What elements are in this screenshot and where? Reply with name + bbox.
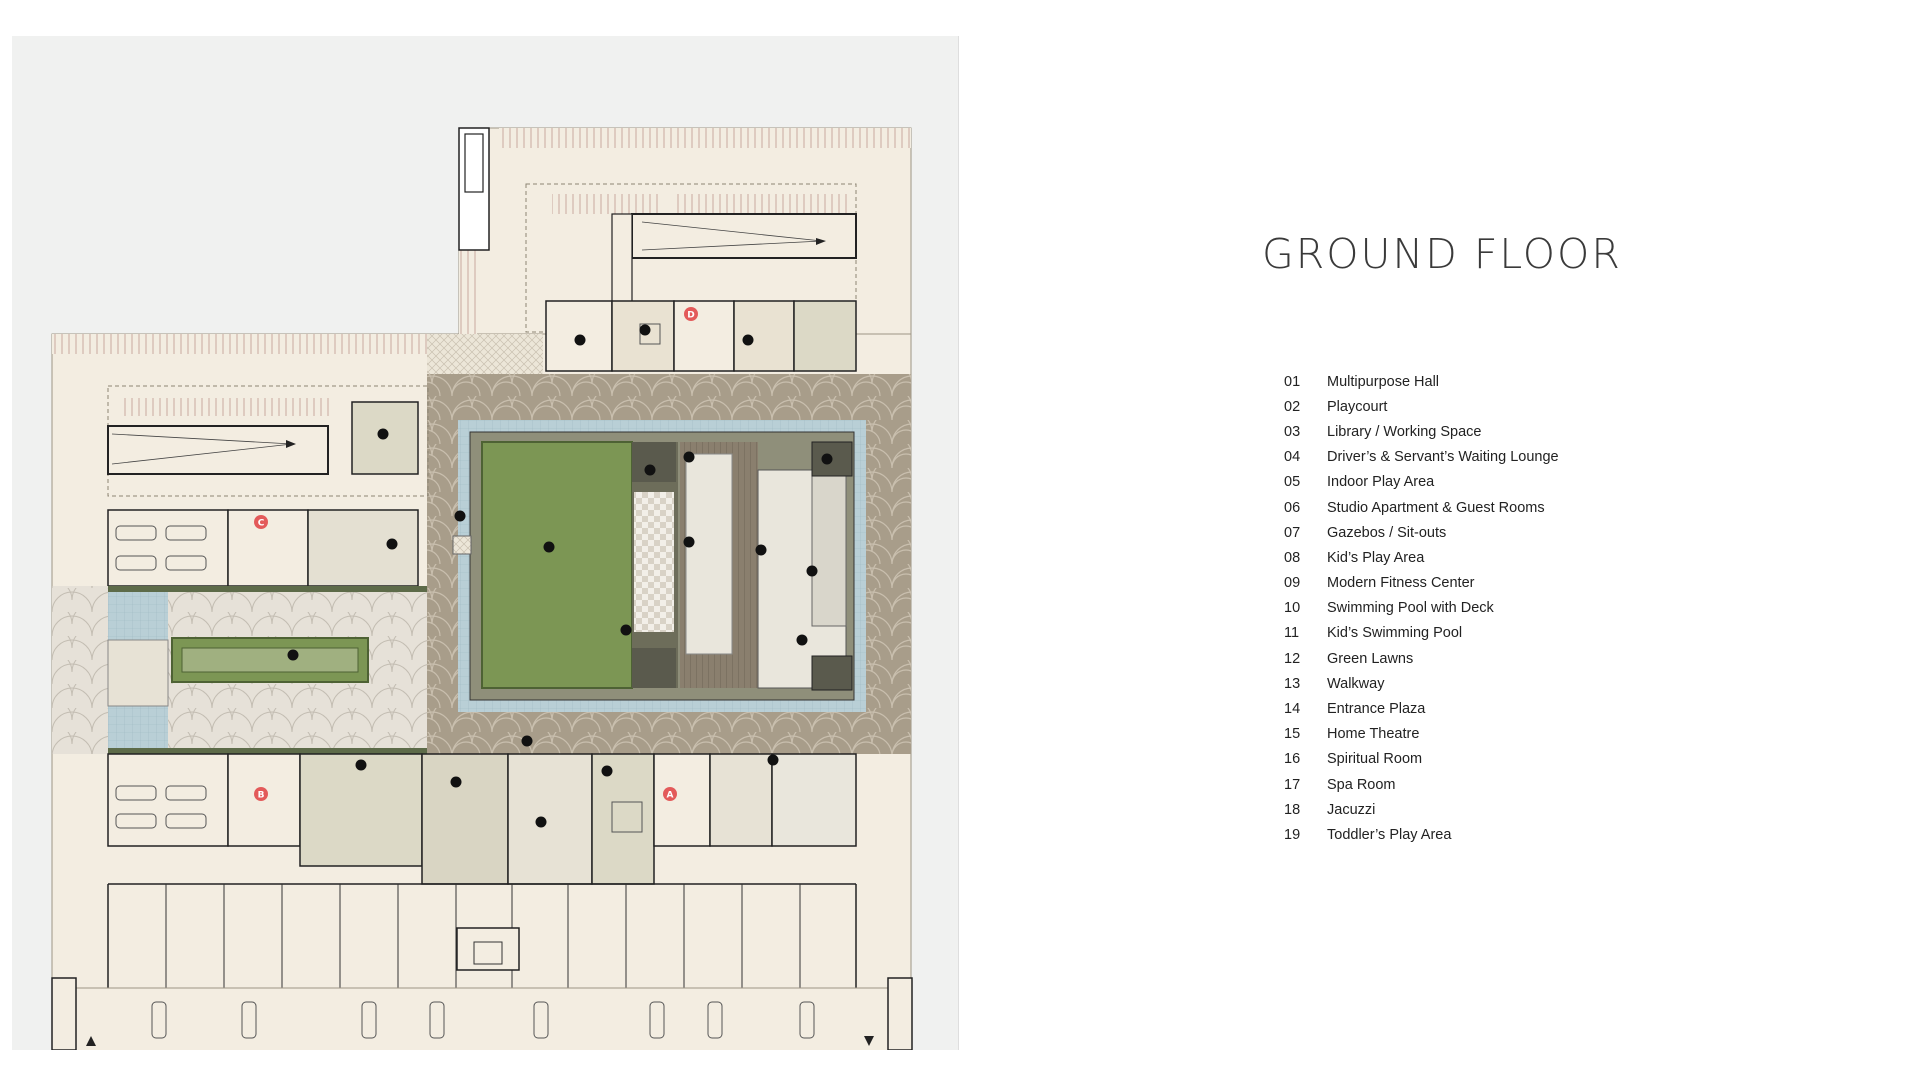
legend-label: Library / Working Space [1327,423,1482,440]
legend-number: 05 [1284,474,1301,491]
block-marker-c: C [254,515,268,529]
legend-label: Swimming Pool with Deck [1327,600,1494,617]
legend-number: 06 [1284,499,1301,516]
block-label-d: D [687,311,694,321]
legend-item: 08 Kid’s Play Area [1284,545,1559,570]
floor-plan-panel: D C B A [12,36,959,1050]
block-marker-b: B [254,787,268,801]
legend-number: 19 [1284,826,1301,843]
block-label-c: C [258,519,265,529]
legend-label: Modern Fitness Center [1327,575,1475,592]
legend-number: 09 [1284,575,1301,592]
legend-item: 04 Driver’s & Servant’s Waiting Lounge [1284,445,1559,470]
legend-item: 15 Home Theatre [1284,722,1559,747]
legend-item: 02 Playcourt [1284,394,1559,419]
block-marker-a: A [663,787,677,801]
block-marker-d: D [684,307,698,321]
legend-item: 07 Gazebos / Sit-outs [1284,520,1559,545]
legend-label: Toddler’s Play Area [1327,826,1452,843]
block-label-a: A [667,791,674,801]
legend-item: 17 Spa Room [1284,772,1559,797]
legend-label: Spa Room [1327,776,1396,793]
legend-item: 03 Library / Working Space [1284,419,1559,444]
legend-number: 17 [1284,776,1301,793]
legend-label: Gazebos / Sit-outs [1327,524,1447,541]
legend-label: Playcourt [1327,398,1388,415]
legend-label: Jacuzzi [1327,801,1376,818]
floor-plan-drawing: D C B A [51,127,913,1050]
legend-number: 07 [1284,524,1301,541]
legend-label: Studio Apartment & Guest Rooms [1327,499,1545,516]
legend-number: 10 [1284,600,1301,617]
page-title: GROUND FLOOR [1262,230,1622,278]
legend-label: Green Lawns [1327,650,1414,667]
legend-item: 12 Green Lawns [1284,646,1559,671]
legend-item: 05 Indoor Play Area [1284,470,1559,495]
legend-number: 03 [1284,423,1301,440]
legend-item: 10 Swimming Pool with Deck [1284,596,1559,621]
legend-item: 14 Entrance Plaza [1284,696,1559,721]
legend-label: Entrance Plaza [1327,701,1426,718]
legend-item: 09 Modern Fitness Center [1284,571,1559,596]
legend-number: 11 [1284,625,1300,642]
legend-item: 13 Walkway [1284,671,1559,696]
legend-item: 16 Spiritual Room [1284,747,1559,772]
legend-item: 06 Studio Apartment & Guest Rooms [1284,495,1559,520]
legend-label: Kid’s Play Area [1327,549,1425,566]
legend-item: 11 Kid’s Swimming Pool [1284,621,1559,646]
legend-number: 12 [1284,650,1301,667]
legend-number: 14 [1284,701,1301,718]
legend-label: Walkway [1327,675,1385,692]
legend-number: 16 [1284,751,1301,768]
block-label-b: B [258,791,265,801]
legend-label: Multipurpose Hall [1327,373,1440,390]
legend-number: 04 [1284,449,1301,466]
legend-label: Indoor Play Area [1327,474,1435,491]
legend-label: Spiritual Room [1327,751,1423,768]
legend-item: 18 Jacuzzi [1284,797,1559,822]
legend-item: 19 Toddler’s Play Area [1284,822,1559,847]
legend-label: Home Theatre [1327,726,1420,743]
amenities-legend: 01 Multipurpose Hall 02 Playcourt 03 Library … [1284,369,1559,848]
legend-label: Driver’s & Servant’s Waiting Lounge [1327,449,1559,466]
legend-number: 08 [1284,549,1301,566]
legend-item: 01 Multipurpose Hall [1284,369,1559,394]
legend-number: 01 [1284,373,1301,390]
legend-number: 18 [1284,801,1301,818]
legend-label: Kid’s Swimming Pool [1327,625,1463,642]
legend-number: 15 [1284,726,1301,743]
legend-number: 02 [1284,398,1301,415]
legend-number: 13 [1284,675,1301,692]
